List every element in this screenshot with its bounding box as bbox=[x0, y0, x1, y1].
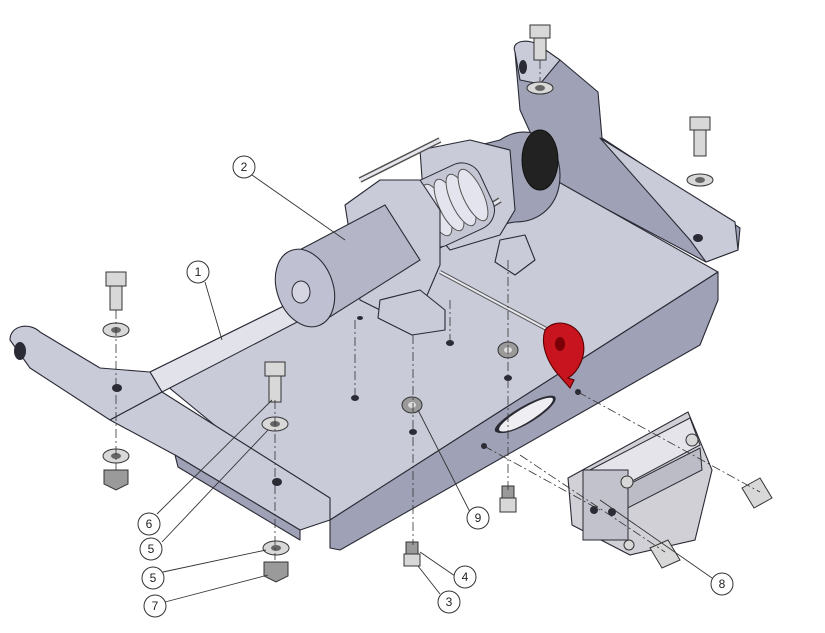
nut-center-bottom bbox=[263, 561, 289, 583]
winch-motor bbox=[274, 204, 421, 328]
balloon-4: 4 bbox=[453, 565, 477, 589]
balloon-1: 1 bbox=[186, 260, 210, 284]
balloon-1-label: 1 bbox=[195, 265, 202, 279]
stud-bottom-right bbox=[499, 485, 517, 513]
balloon-6-label: 6 bbox=[146, 517, 153, 531]
bolt-center bbox=[264, 361, 286, 403]
balloon-7: 7 bbox=[143, 594, 167, 618]
washer-center-bottom bbox=[262, 540, 290, 556]
balloon-4-label: 4 bbox=[462, 570, 469, 584]
balloon-6: 6 bbox=[137, 512, 161, 536]
balloon-5-lower: 5 bbox=[141, 566, 165, 590]
washer-right-top-2 bbox=[686, 173, 714, 187]
assembly-center-lines bbox=[115, 60, 761, 560]
balloon-7-label: 7 bbox=[152, 599, 159, 613]
balloon-9: 9 bbox=[466, 506, 490, 530]
balloon-9-label: 9 bbox=[475, 511, 482, 525]
roller-fairlead bbox=[567, 411, 713, 556]
nut-left-bottom bbox=[103, 469, 129, 491]
bolt-right-top-2 bbox=[689, 116, 711, 157]
winch-hook bbox=[542, 322, 585, 389]
balloon-3: 3 bbox=[437, 590, 461, 614]
balloon-2: 2 bbox=[232, 155, 256, 179]
balloon-8-label: 8 bbox=[719, 577, 726, 591]
stud-bottom-center bbox=[403, 541, 421, 567]
balloon-2-label: 2 bbox=[241, 160, 248, 174]
balloon-5-upper-label: 5 bbox=[148, 542, 155, 556]
balloon-5-upper: 5 bbox=[139, 537, 163, 561]
washer-right-top-1 bbox=[526, 81, 554, 95]
balloon-8: 8 bbox=[710, 572, 734, 596]
balloon-5-lower-label: 5 bbox=[150, 571, 157, 585]
balloon-leaders bbox=[156, 174, 713, 603]
balloon-3-label: 3 bbox=[446, 595, 453, 609]
cap-screw-fairlead-1 bbox=[741, 477, 773, 509]
locknut-center bbox=[401, 396, 423, 414]
bolt-left-top bbox=[105, 271, 127, 311]
winch bbox=[274, 129, 561, 336]
